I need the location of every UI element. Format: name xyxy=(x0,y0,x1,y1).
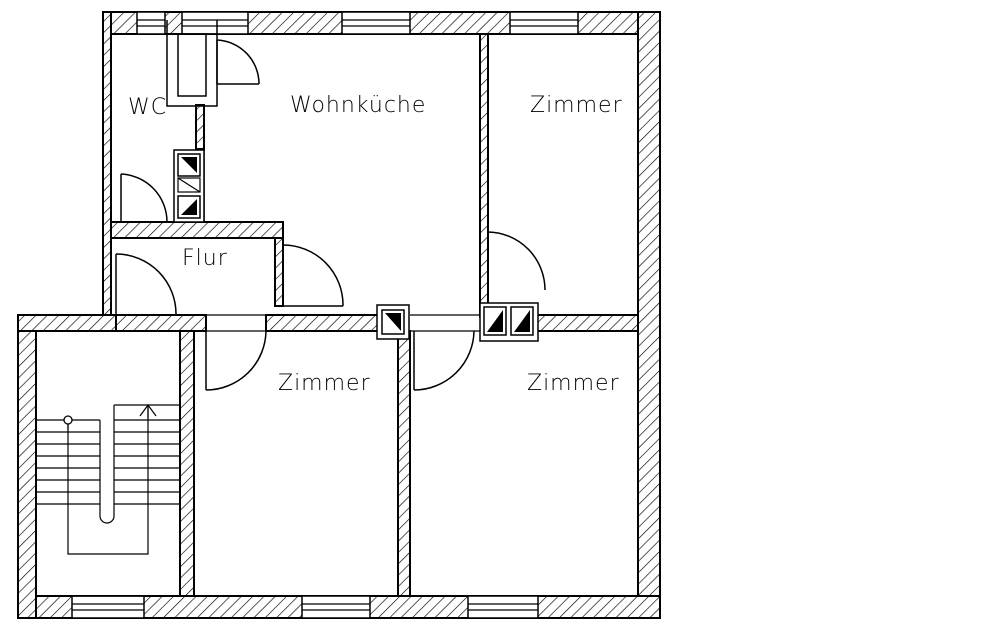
wall-flur-top xyxy=(110,221,284,239)
wall-kitchen-east xyxy=(479,33,489,318)
wall-wc-east xyxy=(195,104,205,150)
doors xyxy=(115,39,546,391)
wall-middle-center xyxy=(265,314,383,332)
room-label-wc: WC xyxy=(128,95,167,120)
windows-top xyxy=(136,11,579,35)
room-label-wohnkueche: Wohnküche xyxy=(290,93,426,118)
wall-left-upper xyxy=(102,11,112,318)
inner-walls xyxy=(110,33,639,597)
wall-left-stair xyxy=(17,314,37,619)
wall-middle-right xyxy=(535,314,639,332)
vent-duct-center xyxy=(376,304,410,340)
wall-sw-se xyxy=(397,330,411,597)
room-label-zimmer-sw: Zimmer xyxy=(278,371,371,396)
wall-middle-left xyxy=(115,314,207,332)
vent-ducts-left xyxy=(173,149,205,223)
wall-flur-east xyxy=(274,237,284,307)
room-labels: WC Wohnküche Zimmer Flur Zimmer Zimmer xyxy=(128,93,623,396)
wall-right xyxy=(637,11,661,619)
room-label-flur: Flur xyxy=(182,246,228,271)
wall-stair-top xyxy=(17,314,117,332)
room-label-zimmer-ne: Zimmer xyxy=(530,93,623,118)
room-label-zimmer-se: Zimmer xyxy=(527,371,620,396)
windows-bottom xyxy=(71,595,539,619)
vent-ducts-right xyxy=(479,302,539,342)
wall-stair-east xyxy=(179,330,195,597)
staircase xyxy=(35,330,181,597)
